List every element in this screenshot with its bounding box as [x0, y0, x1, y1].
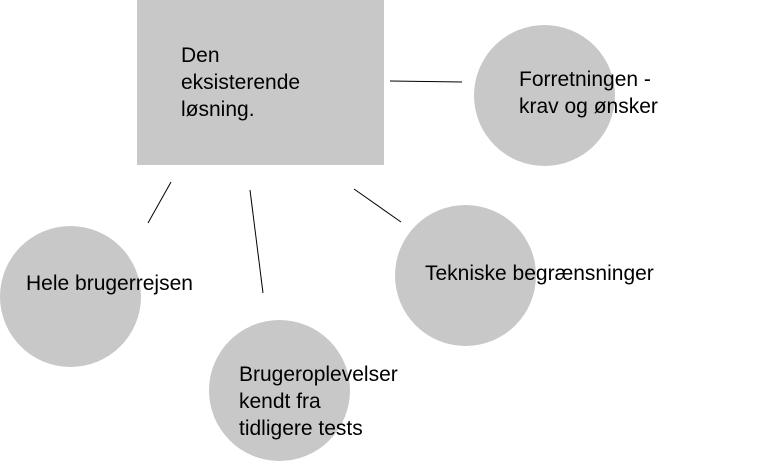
center-node-label: Den eksisterende løsning. [181, 44, 301, 121]
node-forretningen-label: Forretningen - krav og ønsker [519, 68, 658, 118]
connector-center-to-teknisk [353, 188, 402, 223]
connector-center-to-bruger [249, 189, 264, 294]
node-tekniske-begraensninger-circle [395, 205, 536, 346]
node-brugeroplevelser-label: Brugeroplevelser kendt fra tidligere tes… [239, 363, 398, 440]
node-forretningen-circle [474, 25, 615, 166]
node-brugeroplevelser-circle [209, 320, 350, 461]
center-node-box [137, 0, 384, 165]
node-hele-brugerrejsen-label: Hele brugerrejsen [26, 272, 193, 295]
node-hele-brugerrejsen-circle [0, 226, 141, 367]
connector-center-to-hele [147, 181, 172, 224]
node-tekniske-begraensninger-label: Tekniske begrænsninger [425, 262, 654, 285]
connector-center-to-forretning [389, 80, 463, 83]
